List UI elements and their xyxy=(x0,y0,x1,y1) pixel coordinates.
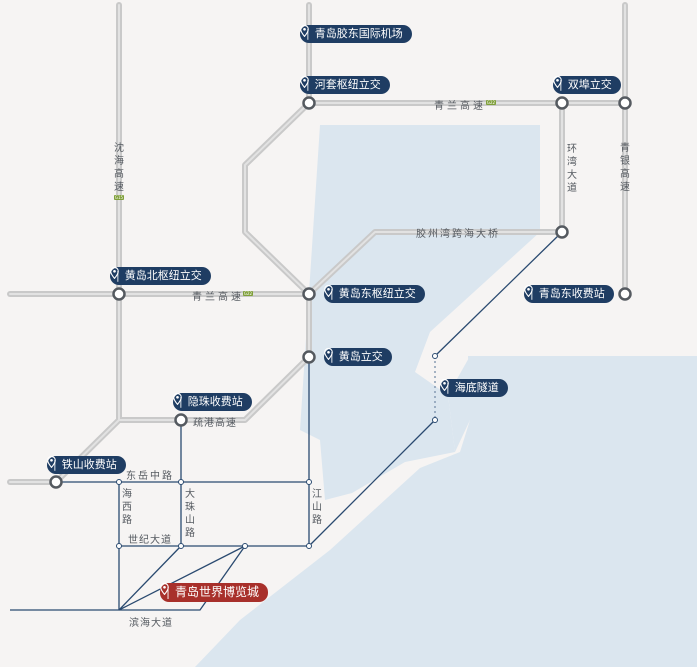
g22-shield-mid: G22 xyxy=(243,291,253,296)
label-hetao[interactable]: | 河套枢纽立交 xyxy=(300,76,390,94)
label-qingdao-east-toll[interactable]: | 青岛东收费站 xyxy=(524,285,614,303)
road-label-qingyin: 青银高速 xyxy=(620,143,630,193)
map-pin-icon xyxy=(160,583,169,595)
node-qingyin-top xyxy=(618,96,632,110)
label-huangdao-east[interactable]: | 黄岛东枢纽立交 xyxy=(324,285,425,303)
map-pin-icon xyxy=(47,456,56,468)
map-pin-icon xyxy=(110,267,119,279)
label-haidi-tunnel[interactable]: | 海底隧道 xyxy=(440,379,508,397)
road-label-binhai: 滨海大道 xyxy=(129,618,173,629)
node-hetao xyxy=(302,96,316,110)
open-sea xyxy=(195,356,697,667)
road-label-huanwan: 环湾大道 xyxy=(567,144,577,194)
jiaozhou-bay xyxy=(300,125,540,500)
separator: | xyxy=(530,287,534,300)
separator: | xyxy=(330,287,334,300)
separator: | xyxy=(179,395,183,408)
road-label-dongyue: 东岳中路 xyxy=(126,471,174,482)
node-tieshan xyxy=(49,475,63,489)
label-text: 隐珠收费站 xyxy=(187,395,243,408)
road-label-shenhai: 沈海高速 xyxy=(114,143,124,193)
map-pin-icon xyxy=(440,379,449,391)
separator: | xyxy=(306,78,310,91)
map-pin-icon xyxy=(173,393,182,405)
label-text: 铁山收费站 xyxy=(61,458,117,471)
road-label-shiji: 世纪大道 xyxy=(128,535,172,546)
label-text: 青岛胶东国际机场 xyxy=(314,27,403,40)
label-text: 黄岛立交 xyxy=(338,350,383,363)
node-yinzhu xyxy=(174,413,188,427)
node-shuangbu xyxy=(555,96,569,110)
separator: | xyxy=(446,381,450,394)
road-label-qinglan-mid: 青兰高速 xyxy=(192,292,244,303)
label-text: 黄岛东枢纽立交 xyxy=(338,287,416,300)
node-bridge-east xyxy=(555,225,569,239)
separator: | xyxy=(53,458,57,471)
map-pin-icon xyxy=(324,348,333,360)
node-huangdao-north xyxy=(112,287,126,301)
label-tieshan-toll[interactable]: | 铁山收费站 xyxy=(47,456,126,474)
label-huangdao-north[interactable]: | 黄岛北枢纽立交 xyxy=(110,267,211,285)
road-label-shugang: 疏港高速 xyxy=(193,418,237,429)
separator: | xyxy=(306,27,310,40)
label-huangdao-interchange[interactable]: | 黄岛立交 xyxy=(324,348,392,366)
map-pin-icon xyxy=(300,76,309,88)
node-huangdao xyxy=(302,350,316,364)
road-label-haixi: 海西路 xyxy=(122,489,132,526)
node-huangdao-east xyxy=(302,287,316,301)
map-pin-icon xyxy=(553,76,562,88)
label-text: 河套枢纽立交 xyxy=(314,78,381,91)
road-label-bridge: 胶州湾跨海大桥 xyxy=(416,229,500,240)
expressway-inner xyxy=(9,4,626,483)
map-pin-icon xyxy=(524,285,533,297)
g22-shield-top: G22 xyxy=(486,100,496,105)
separator: | xyxy=(166,585,171,599)
road-label-dazhushan: 大珠山路 xyxy=(185,489,195,539)
label-shuangbu[interactable]: | 双埠立交 xyxy=(553,76,621,94)
label-expo-city[interactable]: | 青岛世界博览城 xyxy=(160,583,269,602)
node-qingdao-east-toll xyxy=(618,287,632,301)
label-text: 青岛东收费站 xyxy=(538,287,605,300)
label-text: 青岛世界博览城 xyxy=(175,585,260,599)
separator: | xyxy=(330,350,334,363)
map-pin-icon xyxy=(324,285,333,297)
interchange-nodes xyxy=(49,96,632,489)
separator: | xyxy=(559,78,563,91)
g15-shield: G15 xyxy=(114,195,124,200)
label-text: 海底隧道 xyxy=(454,381,499,394)
label-text: 双埠立交 xyxy=(567,78,612,91)
label-airport[interactable]: | 青岛胶东国际机场 xyxy=(300,25,412,43)
junction-dots xyxy=(116,353,438,549)
map-pin-icon xyxy=(300,25,309,37)
label-yinzhu-toll[interactable]: | 隐珠收费站 xyxy=(173,393,252,411)
road-label-jiangshan: 江山路 xyxy=(312,489,322,526)
separator: | xyxy=(116,269,120,282)
label-text: 黄岛北枢纽立交 xyxy=(124,269,202,282)
road-label-qinglan-top: 青兰高速 xyxy=(434,101,486,112)
